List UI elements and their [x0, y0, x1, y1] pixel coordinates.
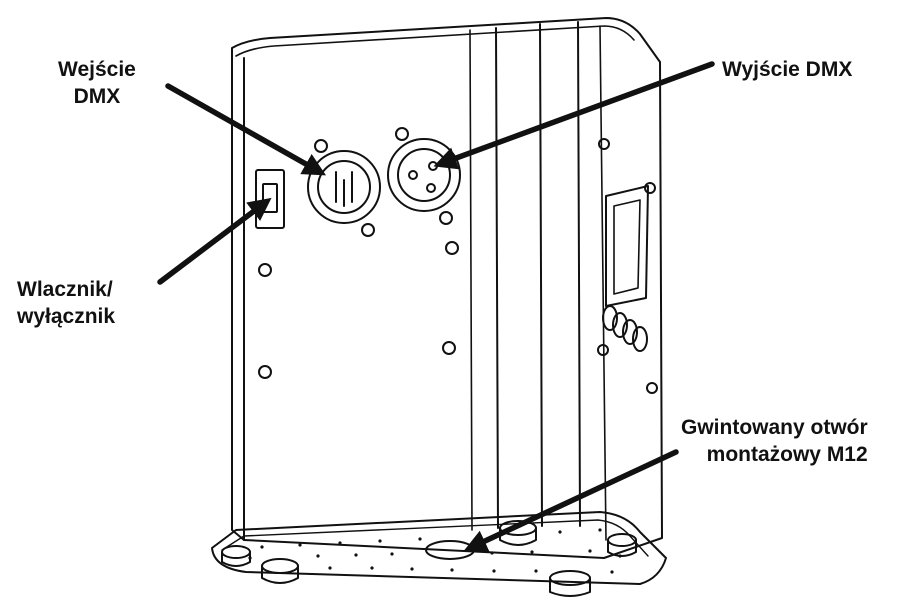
panel-screw — [258, 365, 272, 379]
label-power-switch: Wlacznik/ wyłącznik — [17, 276, 115, 330]
panel-screw — [258, 263, 272, 277]
side-button-1 — [602, 305, 618, 331]
power-switch-rocker — [262, 183, 278, 213]
label-mount-hole-line1: Gwintowany otwór — [681, 416, 868, 439]
arrow-dmx-in — [165, 83, 327, 176]
side-button-4 — [632, 326, 648, 352]
side-screw — [598, 138, 610, 150]
dmx-input-ring — [307, 150, 381, 224]
dmx-input-socket — [317, 160, 371, 214]
side-rib-1 — [495, 27, 499, 529]
foot — [261, 558, 299, 574]
dmx-output-screw-bottom — [439, 211, 453, 225]
base-plate-inner — [221, 519, 649, 557]
arrow-mount-hole — [463, 449, 679, 552]
label-dmx-input-line2: DMX — [73, 85, 121, 108]
side-screw — [597, 344, 609, 356]
housing-body — [231, 17, 663, 559]
side-face-edge — [599, 25, 607, 541]
foot — [549, 570, 591, 586]
foot — [221, 545, 251, 559]
side-screw — [644, 182, 656, 194]
label-dmx-output-line1: Wyjście DMX — [722, 58, 853, 81]
label-mount-hole-line2: montażowy M12 — [706, 443, 868, 466]
base-plate — [211, 511, 667, 585]
side-display-screen — [613, 199, 641, 295]
rear-panel-edge — [469, 29, 473, 531]
label-dmx-input-line1: Wejście — [58, 58, 136, 81]
housing-top-rim — [235, 25, 635, 57]
label-power-switch-line2: wyłącznik — [17, 305, 116, 328]
panel-screw — [442, 341, 456, 355]
side-rib-2 — [539, 23, 543, 527]
dmx-input-screw-bottom — [361, 223, 375, 237]
side-button-3 — [622, 319, 638, 345]
side-screw — [646, 382, 658, 394]
label-dmx-output: Wyjście DMX — [722, 56, 852, 83]
power-switch-body — [255, 169, 285, 229]
dmx-output-socket — [397, 148, 451, 202]
base-plate-holes — [248, 528, 622, 574]
label-dmx-input: Wejście DMX — [58, 56, 136, 110]
foot — [607, 533, 637, 547]
side-display-frame — [605, 185, 649, 307]
dmx-input-screw-top — [314, 139, 328, 153]
arrow-dmx-out — [433, 61, 715, 170]
side-rib-3 — [577, 21, 581, 527]
dmx-output-ring — [387, 138, 461, 212]
label-mount-hole: Gwintowany otwór montażowy M12 — [681, 414, 868, 468]
label-power-switch-line1: Wlacznik/ — [17, 278, 113, 301]
panel-screw — [445, 241, 459, 255]
dmx-output-screw-top — [395, 127, 409, 141]
arrow-power-switch — [157, 197, 272, 285]
side-button-2 — [612, 312, 628, 338]
